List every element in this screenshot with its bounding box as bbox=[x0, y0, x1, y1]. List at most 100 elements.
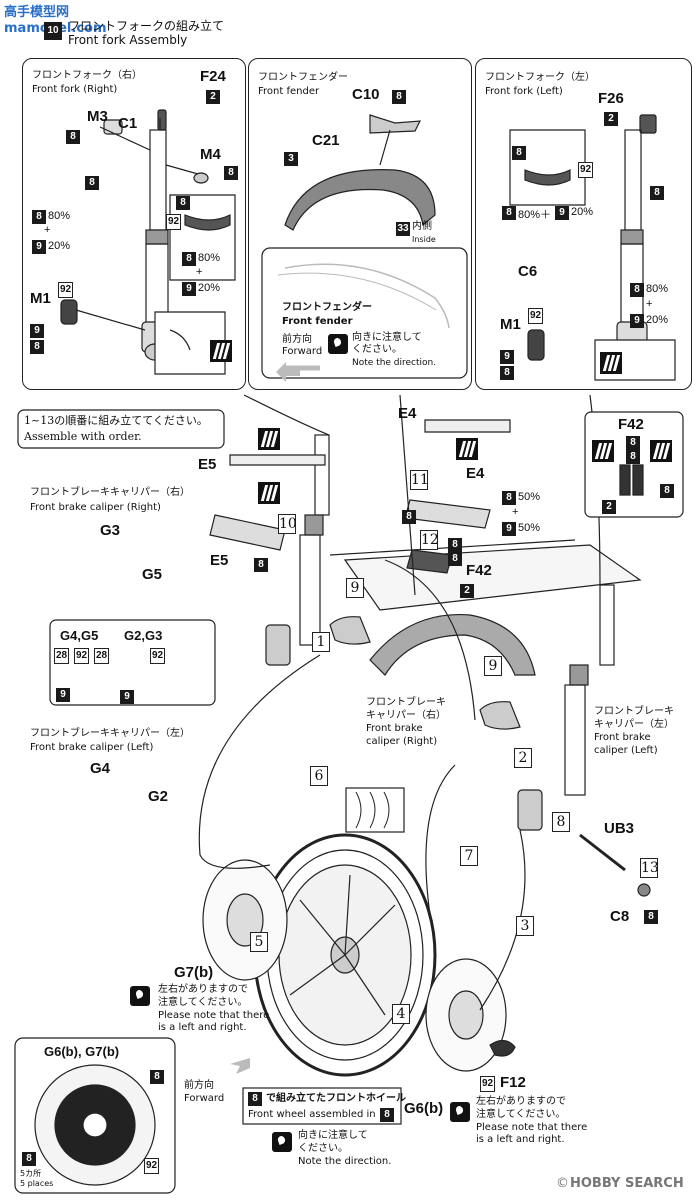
caution-icon bbox=[450, 1102, 470, 1122]
mix-ratio-b: 20% bbox=[646, 314, 669, 326]
color-chip: 8 bbox=[176, 196, 190, 210]
color-chip: 8 bbox=[30, 340, 44, 354]
wheel-forward-jp: 前方向 bbox=[184, 1080, 214, 1091]
color-chip: 9 bbox=[502, 522, 516, 536]
caliper-right-label-jp: フロントブレーキキャリパー（右） bbox=[30, 487, 190, 498]
color-chip: 9 bbox=[30, 324, 44, 338]
part-c6: C6 bbox=[518, 263, 538, 280]
lr-note-2-jp-1: 左右がありますので bbox=[476, 1096, 566, 1107]
lr-note-2-en-2: is a left and right. bbox=[476, 1134, 565, 1145]
color-chip: 33 bbox=[396, 222, 410, 236]
part-e4: E4 bbox=[466, 465, 485, 482]
part-c8: C8 bbox=[610, 908, 630, 925]
color-chip: 8 bbox=[626, 450, 640, 464]
color-chip: 92 bbox=[578, 162, 594, 178]
callout-left-jp: フロントブレーキ bbox=[594, 706, 674, 717]
wheel-note-jp-2: ください。 bbox=[298, 1143, 348, 1154]
fork-left-label-jp: フロントフォーク（左） bbox=[485, 72, 595, 83]
color-chip: 2 bbox=[604, 112, 618, 126]
lr-note-1-jp-1: 左右がありますので bbox=[158, 984, 248, 995]
order-note-jp: 1~13の順番に組み立ててください。 bbox=[24, 414, 208, 427]
e4-mix-plus: + bbox=[512, 506, 519, 518]
caution-icon bbox=[130, 986, 150, 1006]
section-title-en: Front fork Assembly bbox=[68, 33, 188, 47]
callout-left-en1: Front brake bbox=[594, 732, 651, 743]
fender-label-en: Front fender bbox=[258, 86, 320, 97]
fork-left-label-en: Front fork (Left) bbox=[485, 86, 563, 97]
color-chip: 8 bbox=[85, 176, 99, 190]
part-g3: G3 bbox=[100, 522, 121, 539]
cement-icon bbox=[258, 428, 280, 450]
wheel-assembled-en: Front wheel assembled in bbox=[248, 1109, 376, 1120]
color-chip: 92 bbox=[58, 282, 74, 298]
cement-icon bbox=[600, 352, 622, 374]
part-f12: F12 bbox=[500, 1074, 526, 1091]
cement-icon bbox=[258, 482, 280, 504]
part-g7b: G7(b) bbox=[174, 964, 214, 981]
color-chip: 2 bbox=[206, 90, 220, 104]
callout-right-jp2: キャリパー（右） bbox=[366, 710, 446, 721]
part-g2-g3: G2,G3 bbox=[124, 628, 163, 643]
color-chip: 9 bbox=[56, 688, 70, 702]
lr-note-2-en-1: Please note that there bbox=[476, 1122, 588, 1133]
step-9: 9 bbox=[346, 578, 364, 598]
color-chip: 3 bbox=[284, 152, 298, 166]
mix-ratio-b: 20% bbox=[48, 240, 71, 252]
color-chip: 9 bbox=[630, 314, 644, 328]
color-chip: 2 bbox=[460, 584, 474, 598]
part-g2: G2 bbox=[148, 788, 169, 805]
color-chip: 8 bbox=[150, 1070, 164, 1084]
color-chip: 92 bbox=[166, 214, 182, 230]
caution-icon bbox=[328, 334, 348, 354]
step-4: 4 bbox=[392, 1004, 410, 1024]
color-chip: 8 bbox=[22, 1152, 36, 1166]
part-m1: M1 bbox=[500, 316, 521, 333]
color-chip: 8 bbox=[502, 491, 516, 505]
hobby-search-watermark: HOBBY SEARCH bbox=[570, 1176, 684, 1191]
inside-label-jp: 内側 bbox=[412, 221, 432, 232]
step-9: 9 bbox=[484, 656, 502, 676]
panel-fork-left bbox=[475, 58, 692, 390]
part-m1: M1 bbox=[30, 290, 51, 307]
wheel-note-jp-1: 向きに注意して bbox=[298, 1130, 368, 1141]
caution-icon bbox=[272, 1132, 292, 1152]
direction-note-en: Note the direction. bbox=[352, 358, 437, 368]
color-chip: 8 bbox=[392, 90, 406, 104]
step-1: 1 bbox=[312, 632, 330, 652]
color-chip: 8 bbox=[500, 366, 514, 380]
lr-note-1-en-1: Please note that there bbox=[158, 1010, 270, 1021]
part-g4: G4 bbox=[90, 760, 111, 777]
color-chip: 2 bbox=[602, 500, 616, 514]
e4-mix-b: 50% bbox=[518, 522, 541, 534]
part-c21: C21 bbox=[312, 132, 340, 149]
color-chip: 8 bbox=[660, 484, 674, 498]
step-marker: 10 bbox=[44, 22, 62, 40]
forward-label-en: Forward bbox=[282, 346, 323, 357]
part-f24: F24 bbox=[200, 68, 226, 85]
color-chip: 8 bbox=[32, 210, 46, 224]
wheel-forward-en: Forward bbox=[184, 1093, 225, 1104]
color-chip: 8 bbox=[626, 436, 640, 450]
lr-note-1-jp-2: 注意してください。 bbox=[158, 997, 248, 1008]
fork-right-label-jp: フロントフォーク（右） bbox=[32, 70, 142, 81]
callout-left-en2: caliper (Left) bbox=[594, 745, 658, 756]
color-chip: 9 bbox=[555, 206, 569, 220]
color-chip: 92 bbox=[480, 1076, 496, 1092]
color-chip: 8 bbox=[644, 910, 658, 924]
fender-sub-label-en: Front fender bbox=[282, 316, 353, 327]
color-chip: 8 bbox=[402, 510, 416, 524]
step-11: 11 bbox=[410, 470, 429, 490]
mix-ratio-a: 80% bbox=[48, 210, 71, 222]
callout-right-en2: caliper (Right) bbox=[366, 736, 438, 747]
caliper-right-label-en: Front brake caliper (Right) bbox=[30, 502, 161, 513]
part-ub3: UB3 bbox=[604, 820, 635, 837]
wheel-assembled-jp: で組み立てたフロントホイール bbox=[266, 1093, 406, 1104]
color-chip: 9 bbox=[182, 282, 196, 296]
step-6: 6 bbox=[310, 766, 328, 786]
mix-plus: + bbox=[646, 298, 653, 310]
color-chip: 8 bbox=[254, 558, 268, 572]
e4-mix-a: 50% bbox=[518, 491, 541, 503]
mix-inline-b: 20% bbox=[571, 206, 594, 218]
part-e5-top: E5 bbox=[198, 456, 217, 473]
mix-ratio-a: 80% bbox=[198, 252, 221, 264]
